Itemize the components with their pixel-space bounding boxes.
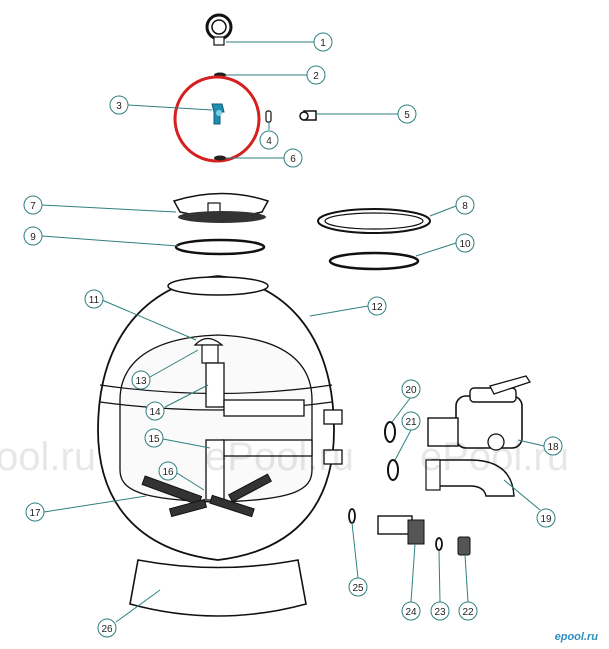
svg-text:26: 26 [101, 624, 113, 635]
watermark-right: ePool.ru [420, 435, 569, 479]
watermark: ool.ru ePool.ru ePool.ru [0, 435, 569, 479]
part-18-multiport-valve [427, 375, 532, 451]
svg-text:9: 9 [30, 232, 36, 243]
svg-text:4: 4 [266, 136, 272, 147]
svg-text:3: 3 [116, 101, 122, 112]
watermark-left: ool.ru [0, 435, 96, 479]
callout-2: 2 [306, 65, 326, 85]
svg-text:22: 22 [462, 607, 474, 618]
svg-text:12: 12 [371, 302, 383, 313]
callout-24: 24 [401, 601, 421, 621]
part-25-oring [348, 508, 356, 524]
callout-10: 10 [455, 233, 475, 253]
callout-13: 13 [131, 370, 151, 390]
callout-23: 23 [430, 601, 450, 621]
leader-lines [41, 41, 545, 623]
callout-8: 8 [455, 195, 475, 215]
svg-text:15: 15 [148, 434, 160, 445]
part-19-elbow [425, 459, 515, 497]
callout-11: 11 [84, 289, 104, 309]
part-23-oring [435, 537, 443, 551]
part-17-laterals [141, 473, 272, 518]
callout-21: 21 [401, 411, 421, 431]
svg-text:2: 2 [313, 71, 319, 82]
callout-22: 22 [458, 601, 478, 621]
svg-text:11: 11 [89, 295, 100, 306]
part-12-tank [97, 275, 343, 561]
svg-text:17: 17 [29, 508, 41, 519]
svg-text:24: 24 [405, 607, 417, 618]
part-8-ring [317, 208, 431, 234]
part-20-oring [384, 421, 396, 443]
part-4-plug [265, 110, 272, 123]
part-21-oring [387, 459, 399, 481]
callout-9: 9 [23, 226, 43, 246]
svg-text:23: 23 [434, 607, 446, 618]
callout-3: 3 [109, 95, 129, 115]
watermark-center: ePool.ru [205, 435, 354, 479]
part-1-gauge [205, 13, 233, 46]
svg-text:1: 1 [320, 38, 326, 49]
part-24-drain [377, 515, 425, 545]
callout-18: 18 [543, 436, 563, 456]
svg-text:13: 13 [135, 376, 147, 387]
callout-25: 25 [348, 577, 368, 597]
part-22-plug [457, 536, 471, 556]
callout-5: 5 [397, 104, 417, 124]
part-3-air-release [173, 75, 261, 163]
part-9-oring [174, 238, 266, 256]
callout-16: 16 [158, 461, 178, 481]
svg-text:25: 25 [352, 583, 364, 594]
svg-text:14: 14 [149, 407, 161, 418]
highlight-circle [173, 75, 261, 163]
svg-text:19: 19 [540, 514, 552, 525]
callout-15: 15 [144, 428, 164, 448]
svg-text:21: 21 [405, 417, 417, 428]
svg-text:10: 10 [459, 239, 471, 250]
part-10-oring [328, 251, 420, 271]
callout-4: 4 [259, 130, 279, 150]
part-26-base [129, 559, 307, 617]
part-7-lid [172, 192, 270, 223]
svg-text:5: 5 [404, 110, 410, 121]
part-6-oring [214, 155, 226, 161]
callout-12: 12 [367, 296, 387, 316]
svg-text:7: 7 [30, 201, 36, 212]
svg-text:18: 18 [547, 442, 559, 453]
callout-26: 26 [97, 618, 117, 638]
svg-text:8: 8 [462, 201, 468, 212]
brand-logo: epool.ru [555, 631, 599, 643]
callout-6: 6 [283, 148, 303, 168]
callout-7: 7 [23, 195, 43, 215]
callout-1: 1 [313, 32, 333, 52]
svg-text:20: 20 [405, 385, 417, 396]
callout-20: 20 [401, 379, 421, 399]
callouts: 1 2 3 4 5 6 7 8 9 10 11 12 13 14 15 16 1… [23, 32, 563, 638]
svg-text:6: 6 [290, 154, 296, 165]
svg-text:16: 16 [162, 467, 174, 478]
callout-17: 17 [25, 502, 45, 522]
internal-pipework [193, 337, 313, 501]
callout-19: 19 [536, 508, 556, 528]
part-5-valve [299, 110, 317, 121]
callout-14: 14 [145, 401, 165, 421]
